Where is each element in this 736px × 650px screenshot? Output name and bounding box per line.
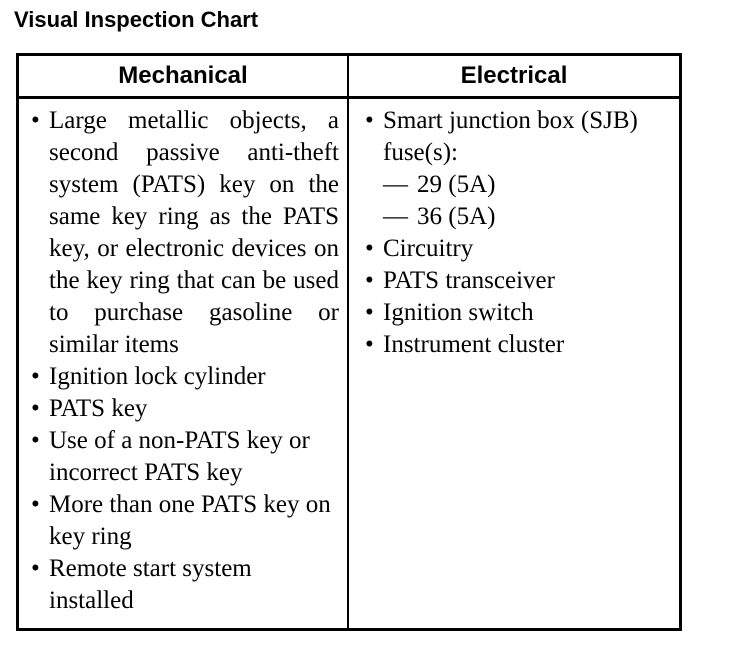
bullet-icon: •	[365, 235, 374, 262]
page-title: Visual Inspection Chart	[14, 7, 259, 32]
bullet-icon: •	[31, 491, 40, 518]
list-item: • Remote start system installed	[27, 553, 339, 617]
list-item-text: More than one PATS key on key ring	[49, 491, 331, 550]
electrical-list: • Smart junction box (SJB) fuse(s): — 29…	[361, 105, 671, 361]
mechanical-cell: • Large metallic objects, a second passi…	[19, 99, 349, 628]
list-item-text: Ignition switch	[383, 299, 534, 326]
visual-inspection-table: Mechanical Electrical • Large metallic o…	[16, 53, 682, 631]
list-item-text: Large metallic objects, a second passive…	[49, 107, 339, 358]
list-item: • Instrument cluster	[361, 329, 671, 361]
list-item: • Large metallic objects, a second passi…	[27, 105, 339, 361]
list-item: • Use of a non-PATS key or incorrect PAT…	[27, 425, 339, 489]
list-item-text: Ignition lock cylinder	[49, 363, 266, 390]
bullet-icon: •	[365, 331, 374, 358]
bullet-icon: •	[365, 107, 374, 134]
column-header-mechanical: Mechanical	[19, 56, 349, 96]
fuse-sub-list: — 29 (5A) — 36 (5A)	[383, 169, 671, 233]
mechanical-list: • Large metallic objects, a second passi…	[27, 105, 339, 617]
sub-list-item: — 29 (5A)	[383, 169, 671, 201]
list-item: • Smart junction box (SJB) fuse(s): — 29…	[361, 105, 671, 233]
bullet-icon: •	[31, 395, 40, 422]
list-item-text: Remote start system installed	[49, 555, 252, 614]
table-body-row: • Large metallic objects, a second passi…	[19, 99, 679, 628]
list-item-text: Instrument cluster	[383, 331, 565, 358]
table-header-row: Mechanical Electrical	[19, 56, 679, 99]
list-item-text: PATS transceiver	[383, 267, 555, 294]
bullet-icon: •	[31, 107, 40, 134]
list-item: • Ignition lock cylinder	[27, 361, 339, 393]
list-item: • PATS transceiver	[361, 265, 671, 297]
list-item-text: Smart junction box (SJB) fuse(s):	[383, 107, 638, 166]
em-dash-icon: —	[383, 171, 408, 198]
bullet-icon: •	[31, 363, 40, 390]
sub-list-item-text: 36 (5A)	[417, 203, 496, 230]
em-dash-icon: —	[383, 203, 408, 230]
sub-list-item-text: 29 (5A)	[417, 171, 496, 198]
list-item-text: Use of a non-PATS key or incorrect PATS …	[49, 427, 310, 486]
list-item: • More than one PATS key on key ring	[27, 489, 339, 553]
list-item: • Circuitry	[361, 233, 671, 265]
bullet-icon: •	[365, 267, 374, 294]
list-item-text: PATS key	[49, 395, 148, 422]
column-header-electrical: Electrical	[460, 62, 568, 89]
list-item: • PATS key	[27, 393, 339, 425]
list-item-text: Circuitry	[383, 235, 474, 262]
bullet-icon: •	[31, 427, 40, 454]
bullet-icon: •	[31, 555, 40, 582]
sub-list-item: — 36 (5A)	[383, 201, 671, 233]
electrical-cell: • Smart junction box (SJB) fuse(s): — 29…	[349, 99, 679, 628]
list-item: • Ignition switch	[361, 297, 671, 329]
bullet-icon: •	[365, 299, 374, 326]
